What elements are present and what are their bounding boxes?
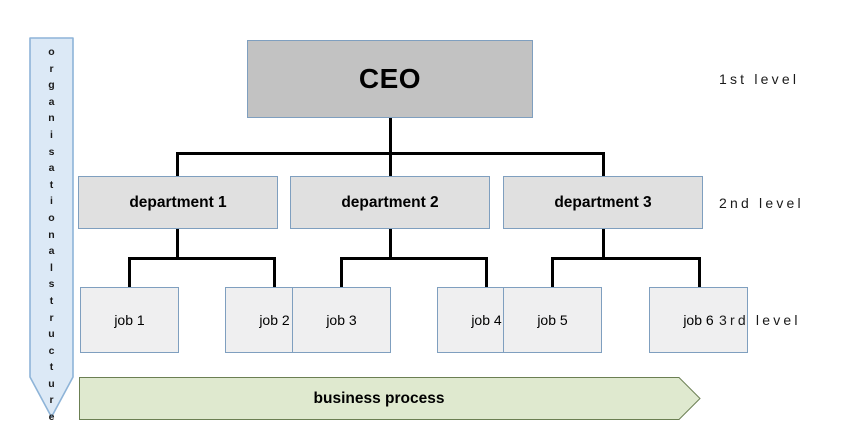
connector-job-2-drop	[273, 257, 276, 288]
connector-department-2-drop	[389, 152, 392, 177]
node-department-1-label: department 1	[129, 193, 227, 211]
connector-job-bus-3	[551, 257, 701, 260]
level-label-2nd: 2nd level	[719, 195, 804, 211]
node-job-5[interactable]: job 5	[503, 287, 602, 353]
connector-job-1-drop	[128, 257, 131, 288]
connector-department-1-stem	[176, 229, 179, 259]
node-department-3[interactable]: department 3	[503, 176, 703, 229]
connector-department-3-stem	[602, 229, 605, 259]
node-job-1[interactable]: job 1	[80, 287, 179, 353]
level-label-1st: 1st level	[719, 71, 800, 87]
connector-department-3-drop	[602, 152, 605, 177]
node-ceo[interactable]: CEO	[247, 40, 533, 118]
node-department-2-label: department 2	[341, 193, 439, 211]
business-process-arrow: business process	[79, 377, 701, 420]
connector-department-2-stem	[389, 229, 392, 259]
node-job-3-label: job 3	[326, 312, 357, 328]
connector-job-bus-1	[128, 257, 276, 260]
node-job-4-label: job 4	[471, 312, 502, 328]
connector-job-bus-2	[340, 257, 488, 260]
connector-department-1-drop	[176, 152, 179, 177]
node-job-3[interactable]: job 3	[292, 287, 391, 353]
node-department-2[interactable]: department 2	[290, 176, 490, 229]
node-job-6[interactable]: job 6	[649, 287, 748, 353]
connector-job-5-drop	[551, 257, 554, 288]
connector-job-4-drop	[485, 257, 488, 288]
connector-job-6-drop	[698, 257, 701, 288]
connector-job-3-drop	[340, 257, 343, 288]
node-job-2-label: job 2	[259, 312, 290, 328]
node-ceo-label: CEO	[358, 63, 422, 94]
level-label-3rd: 3rd level	[719, 312, 801, 328]
connector-ceo-stem	[389, 118, 392, 155]
node-job-5-label: job 5	[537, 312, 568, 328]
business-process-label: business process	[313, 389, 445, 407]
org-arrow-shape	[29, 37, 74, 418]
node-job-6-label: job 6	[683, 312, 714, 328]
node-job-1-label: job 1	[114, 312, 145, 328]
node-department-1[interactable]: department 1	[78, 176, 278, 229]
node-department-3-label: department 3	[554, 193, 652, 211]
process-arrow-shape	[79, 377, 701, 420]
